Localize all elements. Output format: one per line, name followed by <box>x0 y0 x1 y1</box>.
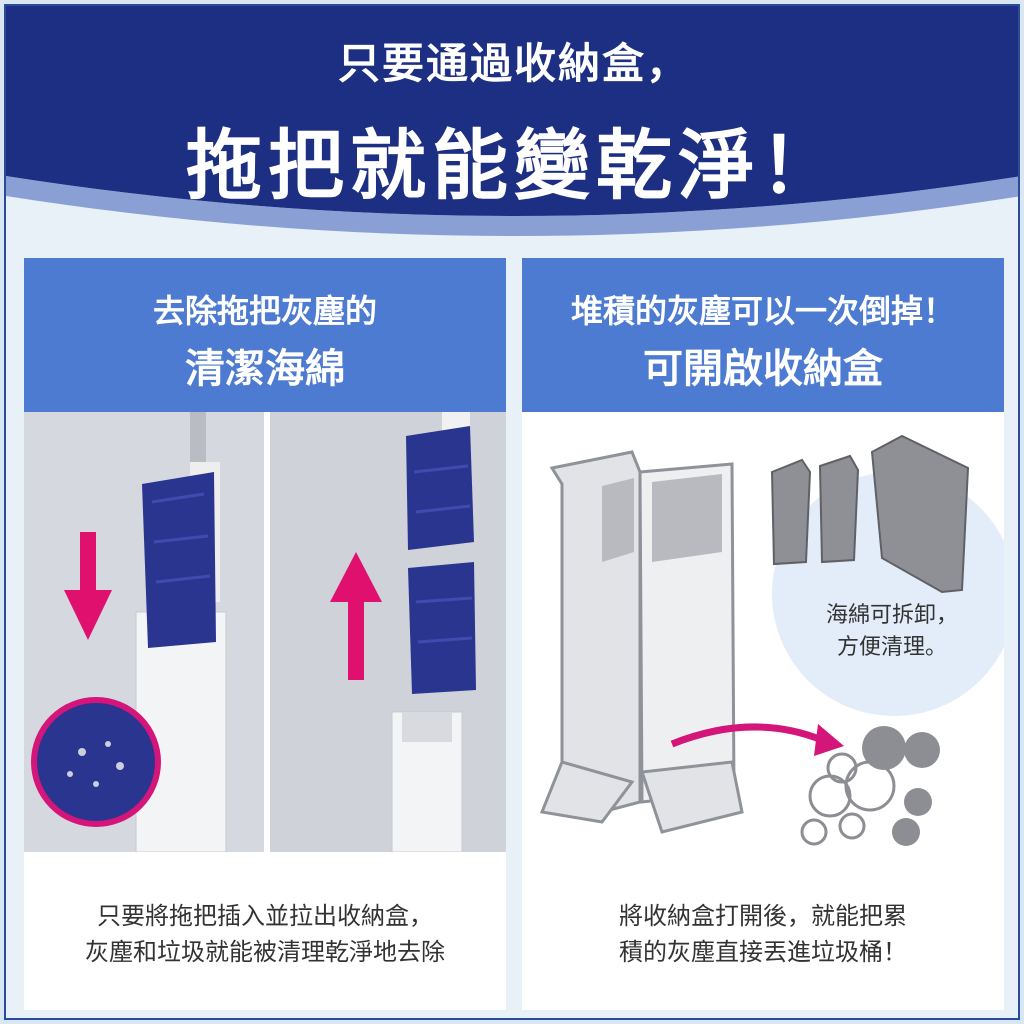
banner-title-line2: 拖把就能變乾淨！ <box>186 121 842 210</box>
left-caption-line1: 只要將拖把插入並拉出收納盒， <box>97 902 433 930</box>
curved-arrow-icon <box>670 723 844 756</box>
banner-title-line1: 只要通過收納盒， <box>337 39 690 88</box>
left-caption: 只要將拖把插入並拉出收納盒， 灰塵和垃圾就能被清理乾淨地去除 <box>24 898 506 970</box>
right-panel: 堆積的灰塵可以一次倒掉！ 可開啟收納盒 <box>522 258 1016 1010</box>
product-infographic: 只要通過收納盒， 拖把就能變乾淨！ 去除拖把灰塵的 清潔海綿 <box>4 4 1020 1020</box>
mop-sponge <box>142 472 216 648</box>
left-header-line1: 去除拖把灰塵的 <box>152 292 377 330</box>
left-photo-area <box>24 412 506 853</box>
left-panel-header: 去除拖把灰塵的 清潔海綿 <box>24 258 506 412</box>
removable-sponges-illustration <box>770 434 970 594</box>
zoom-detail-circle <box>31 697 161 827</box>
right-illustration-area: 海綿可拆卸， 方便清理。 <box>522 412 1016 852</box>
dust-clumps-illustration <box>800 726 940 846</box>
mop-sponge-lower <box>408 562 476 694</box>
top-banner: 只要通過收納盒， 拖把就能變乾淨！ <box>6 6 1018 246</box>
right-caption: 將收納盒打開後，就能把累 積的灰塵直接丟進垃圾桶！ <box>522 898 1004 970</box>
right-panel-header: 堆積的灰塵可以一次倒掉！ 可開啟收納盒 <box>522 258 1004 412</box>
left-caption-line2: 灰塵和垃圾就能被清理乾淨地去除 <box>85 938 445 966</box>
mop-sponge-upper <box>406 426 474 550</box>
open-storage-box-illustration <box>539 450 744 834</box>
right-caption-line2: 積的灰塵直接丟進垃圾桶！ <box>619 938 907 966</box>
up-arrow-icon <box>330 552 382 680</box>
right-header-line2: 可開啟收納盒 <box>643 346 883 392</box>
left-header-line2: 清潔海綿 <box>185 346 345 392</box>
right-header-line1: 堆積的灰塵可以一次倒掉！ <box>570 292 955 330</box>
right-caption-line1: 將收納盒打開後，就能把累 <box>619 902 907 930</box>
left-panel: 去除拖把灰塵的 清潔海綿 <box>24 258 506 1010</box>
banner-background <box>6 6 1018 236</box>
bubble-line1: 海綿可拆卸， <box>825 603 958 628</box>
bubble-text: 海綿可拆卸， 方便清理。 <box>772 600 1012 664</box>
bubble-line2: 方便清理。 <box>836 635 947 660</box>
down-arrow-icon <box>64 532 112 640</box>
